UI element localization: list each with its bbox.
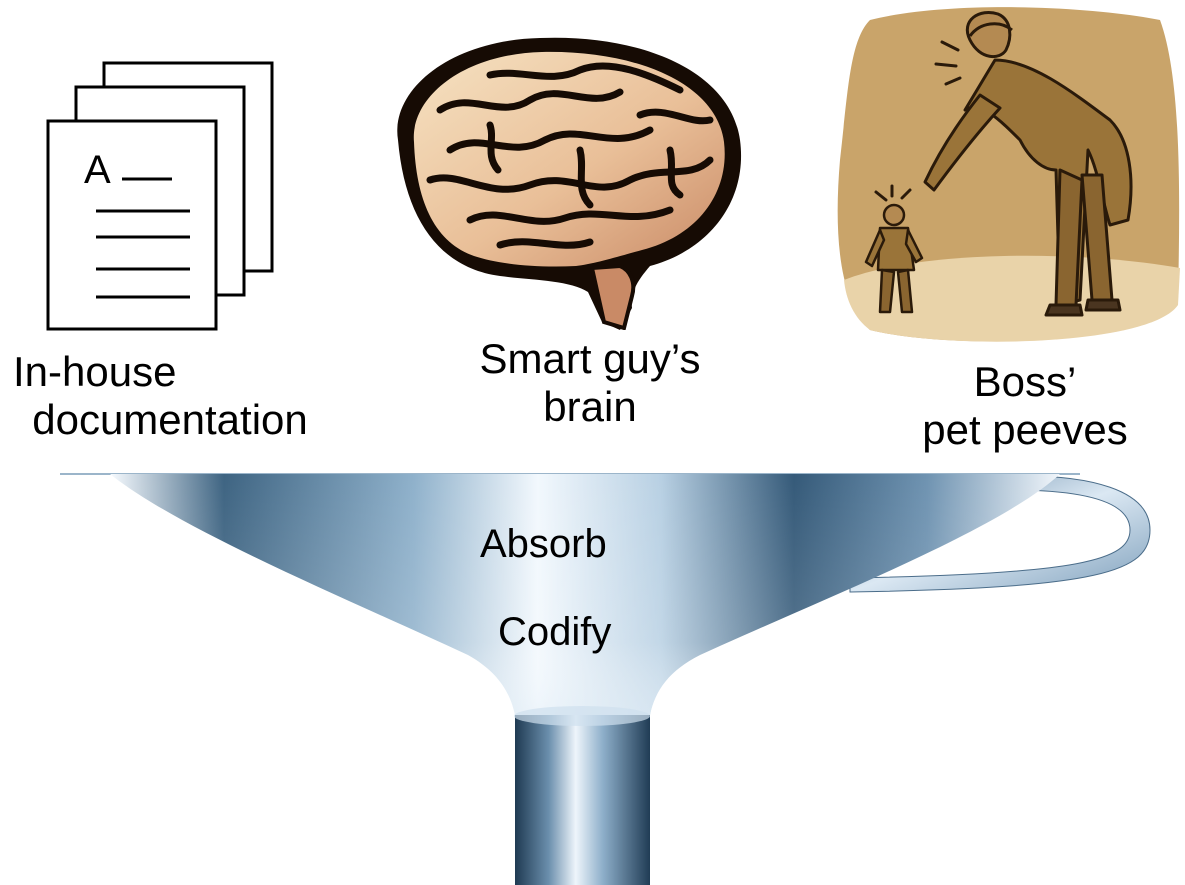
documents-icon: A (40, 55, 280, 340)
boss-illustration (830, 0, 1185, 350)
document-letter: A (84, 150, 111, 190)
absorb-label: Absorb (480, 522, 607, 567)
boss-caption-line1: Boss’ (875, 358, 1175, 406)
documents-caption: In-house documentation (5, 348, 335, 444)
boss-caption-line2: pet peeves (875, 406, 1175, 454)
brain-caption: Smart guy’s brain (440, 335, 740, 431)
brain-illustration (380, 30, 750, 330)
documents-caption-line1: In-house (5, 348, 335, 396)
brain-caption-line1: Smart guy’s (440, 335, 740, 383)
boss-caption: Boss’ pet peeves (875, 358, 1175, 454)
codify-label: Codify (498, 610, 611, 655)
brain-caption-line2: brain (440, 383, 740, 431)
documents-caption-line2: documentation (5, 396, 335, 444)
funnel-illustration: Absorb Codify (0, 460, 1185, 885)
